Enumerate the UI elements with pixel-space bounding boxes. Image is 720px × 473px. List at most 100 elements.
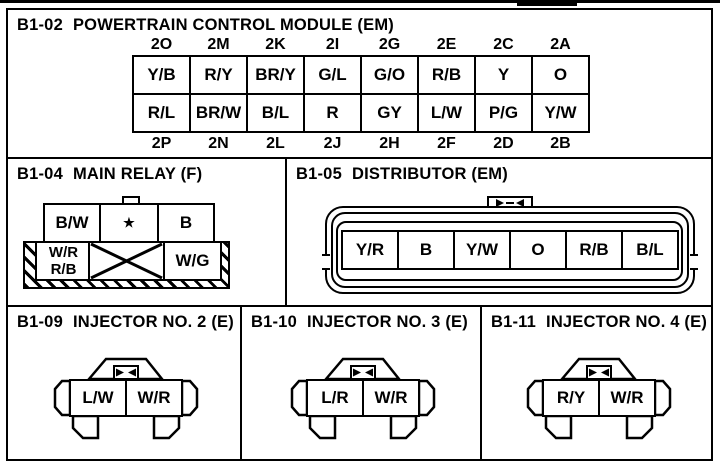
panel-header: B1-04 MAIN RELAY (F) [17,165,202,184]
wire-cell: O [509,230,567,270]
panel-b1-04-main-relay: B1-04 MAIN RELAY (F) B/W ★ B W/R R/B W/G [6,157,287,307]
pin-label: 2D [493,135,514,152]
connector-id: B1-09 [17,313,63,331]
notch-tick [690,254,698,256]
wire-cell: O [531,55,590,95]
pin-label: 2H [379,135,400,152]
wire-cell: W/R [362,379,420,417]
pin-label: 2O [150,36,173,53]
wire-cell: G/O [360,55,419,95]
pin-label: 2B [550,135,571,152]
panel-b1-11-injector-4: B1-11 INJECTOR NO. 4 (E) R/Y W/R [480,305,713,461]
pcm-pin-labels-bottom: 2P 2N 2L 2J 2H 2F 2D 2B [133,135,589,153]
injector-cell-row: L/R W/R [306,379,420,417]
mating-lock-icon [113,365,139,380]
wire-cell: B [157,203,215,243]
x-cross-icon [90,243,163,279]
wire-cell-two-line: W/R R/B [35,241,92,281]
injector-cell-row: L/W W/R [69,379,183,417]
pin-label: 2F [437,135,456,152]
pin-label: 2E [436,36,457,53]
wire-cell: GY [360,93,419,133]
relay-top-row: B/W ★ B [43,203,215,243]
wire-cell: Y/R [341,230,399,270]
wire-cell: P/G [474,93,533,133]
wire-cell: R [303,93,362,133]
latch-arrows-icon [496,199,524,207]
panel-header: B1-11 INJECTOR NO. 4 (E) [491,313,707,332]
wire-cell: Y/W [453,230,511,270]
wire-cell: B [397,230,455,270]
panel-title-text: DISTRIBUTOR (EM) [351,165,508,183]
pin-label: 2A [550,36,571,53]
panel-header: B1-09 INJECTOR NO. 2 (E) [17,313,234,332]
injector-connector: L/W W/R [53,357,199,441]
wire-cell: B/L [621,230,679,270]
mating-lock-icon [350,365,376,380]
wire-cell: W/G [163,241,222,281]
wire-cell: Y/B [132,55,191,95]
panel-header: B1-05 DISTRIBUTOR (EM) [296,165,508,184]
wire-cell: R/B [417,55,476,95]
wire-cell: B/W [43,203,101,243]
side-notch-right [690,256,698,268]
panel-b1-02-pcm: B1-02 POWERTRAIN CONTROL MODULE (EM) 2O … [6,8,713,159]
connector-id: B1-05 [296,165,342,183]
pcm-wire-row-top: Y/B R/Y BR/Y G/L G/O R/B Y O [132,55,590,95]
injector-cell-row: R/Y W/R [542,379,656,417]
wire-cell: R/Y [542,379,600,417]
wire-label: R/B [50,261,77,278]
pin-label: 2K [265,36,286,53]
wire-cell: R/L [132,93,191,133]
wire-cell: BR/Y [246,55,305,95]
injector-housing-shape [290,357,436,440]
distributor-cell-row: Y/R B Y/W O R/B B/L [341,230,679,270]
top-edge-line [0,0,720,3]
pin-label: 2N [208,135,229,152]
injector-connector: R/Y W/R [526,357,672,441]
wire-cell: L/W [417,93,476,133]
panel-title-text: INJECTOR NO. 3 (E) [306,313,468,331]
wire-cell: L/R [306,379,364,417]
wire-cell: Y [474,55,533,95]
distributor-latch-tab [487,196,533,208]
wire-cell: G/L [303,55,362,95]
top-edge-mark [517,0,577,6]
injector-connector: L/R W/R [290,357,436,441]
pin-label: 2C [493,36,514,53]
star-icon: ★ [99,203,159,243]
wire-cell: W/R [598,379,656,417]
notch-tick [690,268,698,270]
wire-cell: B/L [246,93,305,133]
wire-cell: R/Y [189,55,248,95]
notch-tick [322,268,330,270]
pin-label: 2J [323,135,342,152]
panel-title-text: INJECTOR NO. 4 (E) [546,313,708,331]
pcm-wire-row-bottom: R/L BR/W B/L R GY L/W P/G Y/W [132,93,590,133]
pin-label: 2M [207,36,230,53]
side-notch-left [322,256,330,268]
connector-id: B1-02 [17,16,63,34]
blocked-cavity-x [88,241,165,281]
panel-header: B1-02 POWERTRAIN CONTROL MODULE (EM) [17,16,394,35]
panel-b1-10-injector-3: B1-10 INJECTOR NO. 3 (E) L/R W/R [240,305,482,461]
connector-id: B1-04 [17,165,63,183]
pcm-pin-labels-top: 2O 2M 2K 2I 2G 2E 2C 2A [133,36,589,54]
pin-label: 2I [325,36,340,53]
pin-label: 2L [266,135,285,152]
connector-id: B1-10 [251,313,297,331]
wire-cell: R/B [565,230,623,270]
panel-header: B1-10 INJECTOR NO. 3 (E) [251,313,468,332]
notch-tick [322,254,330,256]
wire-cell: Y/W [531,93,590,133]
panel-title-text: MAIN RELAY (F) [72,165,203,183]
panel-b1-09-injector-2: B1-09 INJECTOR NO. 2 (E) L/W W/R [6,305,242,461]
connector-id: B1-11 [491,313,537,331]
panel-b1-05-distributor: B1-05 DISTRIBUTOR (EM) Y/R B Y/W O [285,157,713,307]
wire-label: W/R [48,244,79,261]
wire-cell: L/W [69,379,127,417]
panel-title-text: POWERTRAIN CONTROL MODULE (EM) [72,16,394,34]
wire-cell: W/R [125,379,183,417]
mating-lock-icon [586,365,612,380]
